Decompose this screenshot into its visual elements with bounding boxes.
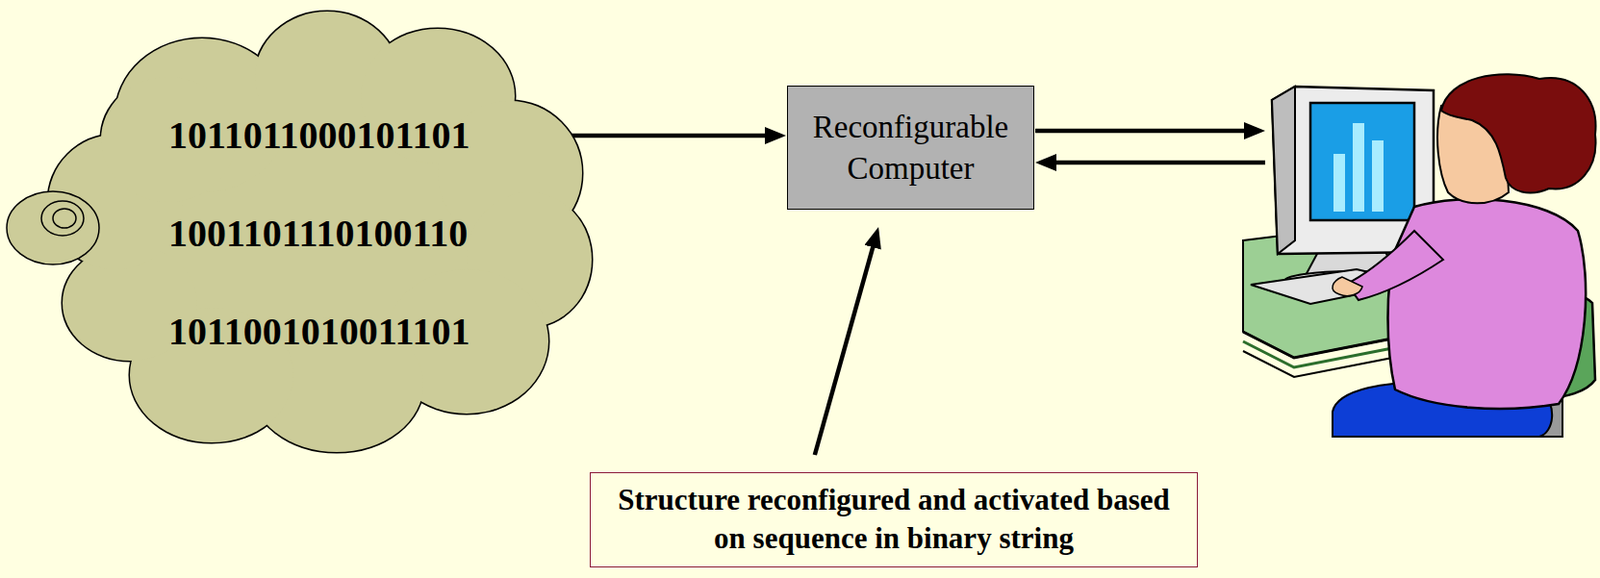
callout-box: Structure reconfigured and activated bas…: [589, 472, 1198, 568]
output-arrow: [1035, 128, 1248, 134]
woman: [1332, 74, 1596, 437]
binary-string: 1011001010011101: [168, 282, 470, 381]
binary-string: 1001101110100110: [168, 184, 470, 283]
box-label: Reconfigurable Computer: [805, 106, 1017, 190]
process-box: Reconfigurable Computer: [787, 85, 1035, 210]
binary-string: 1011011000101101: [168, 86, 470, 185]
flow-arrow: [814, 243, 874, 456]
input-arrow: [1052, 160, 1266, 166]
binary-cloud: 1011011000101101100110111010011010110010…: [9, 4, 597, 458]
callout-text: Structure reconfigured and activated bas…: [604, 481, 1184, 559]
